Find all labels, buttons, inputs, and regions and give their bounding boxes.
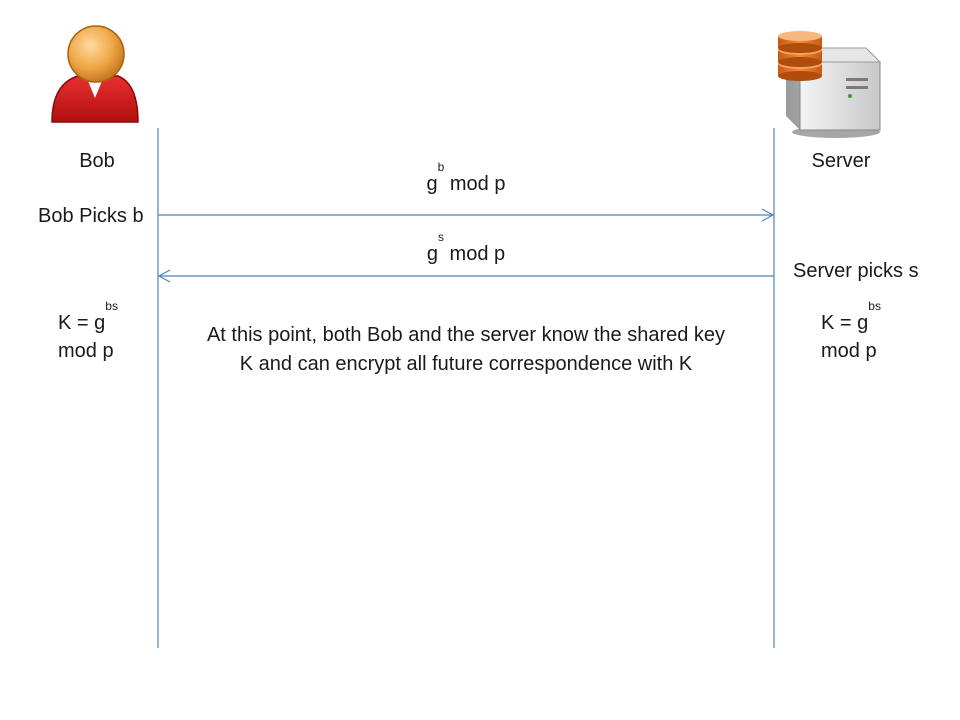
bob-picks-label: Bob Picks b	[38, 205, 144, 227]
server-icon	[778, 31, 882, 138]
message-label-gs: gs mod p	[426, 230, 506, 265]
actor-bob-label: Bob	[79, 150, 115, 172]
message-label-gb: gb mod p	[426, 160, 506, 195]
server-picks-label: Server picks s	[793, 260, 919, 282]
shared-key-note: At this point, both Bob and the server k…	[206, 324, 726, 375]
server-key-label: K = gbs mod p	[821, 299, 881, 362]
bob-key-label: K = gbs mod p	[58, 299, 118, 362]
person-icon	[51, 25, 139, 123]
actor-server-label: Server	[811, 150, 871, 172]
message-arrow-to-server	[158, 208, 775, 222]
message-arrow-to-bob	[157, 269, 774, 283]
